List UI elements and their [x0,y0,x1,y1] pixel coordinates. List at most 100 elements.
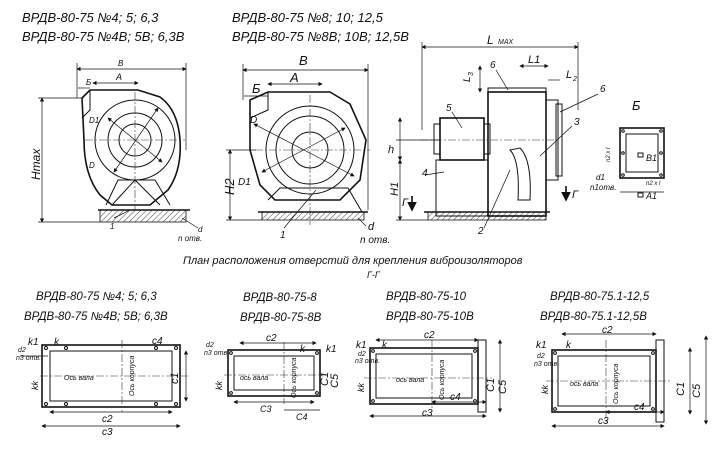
plan3-c5: C5 [497,379,509,394]
plan1-d2: d2 [18,347,26,354]
plan1-c3: c3 [102,427,113,438]
view2-cut-b: Б [252,81,261,96]
plan1-kk: kk [30,381,40,391]
plan2-title-line1: ВРДВ-80-75-8 [243,292,317,304]
plan3-kk: kk [356,383,366,393]
plan1-n3: n3 отв. [16,355,41,362]
plan2-c4: C4 [296,412,308,422]
view4-n1holes: n1отв. [590,183,616,192]
view4-flange: Б n2 x l B1 n2 x l d1 n1отв. A1 [590,98,665,201]
view1-hmax: Hmax [29,148,43,180]
view3-part6a: 6 [490,60,496,71]
view3-base [427,211,547,221]
view1-cut-b: Б [86,78,91,87]
view2-base [261,211,365,221]
plan1-k1: k1 [28,337,39,348]
view3-l3-sub: 3 [468,72,475,76]
plan3-drawing: k1 d2 n3 отв. k c2 kk ось вала Ось корпу… [355,330,509,419]
plan4-c3: c3 [598,416,609,427]
plan3-c4: c4 [450,392,461,403]
plan3-title-line1: ВРДВ-80-75-10 [386,291,467,303]
plan2-kk: kk [214,381,224,391]
view4-title: Б [632,98,641,113]
view4-d1: d1 [596,173,605,182]
plan3-c1: C1 [485,378,497,392]
plan2-drawing: d2 n3 отв. c2 k k1 kk ось вала Ось корпу… [204,333,341,422]
view1-fan-front: B A Б D1 D Hmax 1 d n отв. [29,59,203,243]
plan4-d2: d2 [537,353,545,360]
plan4-c2: c2 [602,325,613,336]
plan3-c3: c3 [422,408,433,419]
plan2-axis-body: Ось корпуса [291,357,298,398]
view1-part1: 1 [110,222,114,231]
plan1-c1: c1 [169,372,181,384]
view2-holes: n отв. [360,235,390,246]
view1-d: D [89,161,95,170]
plan1-drawing: k1 k c4 d2 n3 отв. kk Ось вала Ось корпу… [16,336,190,438]
view3-h: h [388,144,394,156]
view2-hole-d: d [368,221,375,233]
view3-casing [487,91,547,217]
plan3-axis-body: Ось корпуса [439,359,446,400]
plan2-n3: n3 отв. [204,350,229,357]
plan3-n3: n3 отв. [355,358,380,365]
plan2-frame [227,349,321,397]
view1-d1: D1 [89,116,99,125]
plan2-c5: C5 [329,373,341,388]
view3-part5: 5 [446,103,452,114]
view2-part1: 1 [280,230,286,241]
plan2-d2: d2 [206,342,214,349]
plan1-k: k [54,337,60,348]
view4-n2x1a: n2 x l [606,147,612,162]
view3-lmax: L [487,33,494,47]
view2-d1: D1 [238,177,251,188]
plan3-k: k [382,340,388,351]
view1-holes: n отв. [178,234,202,243]
view3-part3: 3 [574,117,580,128]
view1-casing [81,89,182,206]
group-a-title-line1: ВРДВ-80-75 №4; 5; 6,3 [22,10,159,25]
plan2-title-line2: ВРДВ-80-75-8В [240,312,322,324]
plan4-axis-shaft: ось вала [570,381,598,388]
view3-lmax-sub: MAX [498,39,514,46]
view3-part2: 2 [477,226,484,237]
plan2-axis-shaft: ось вала [240,375,268,382]
plan4-drawing: k1 d2 n3 отв. k c2 kk ось вала Ось корпу… [534,325,709,429]
plan4-title-line1: ВРДВ-80-75.1-12,5 [550,291,650,303]
view3-l2-sub: 2 [572,76,577,83]
group-a-title-line2: ВРДВ-80-75 №4В; 5В; 6,3В [22,29,185,44]
plan2-k: k [300,344,306,355]
plan1-axis-shaft: Ось вала [64,375,94,382]
plan4-c4: c4 [634,402,645,413]
view2-d: D [250,115,257,126]
plan4-n3: n3 отв. [534,361,559,368]
view3-h1: H1 [389,182,401,196]
view3-section-g2: Г [572,189,579,201]
plan1-c2: c2 [102,414,113,425]
view3-part4: 4 [422,168,428,179]
plan3-frame [369,347,479,405]
view4-n2x1b: n2 x l [646,181,661,187]
view4-a1: A1 [645,191,657,201]
plan2-c1: C1 [319,372,331,386]
view1-hole-d: d [198,225,203,234]
view1-dim-b: B [118,59,124,68]
plan4-k: k [566,340,572,351]
view3-fan-side: L MAX L1 L 2 L 3 6 6 5 3 4 [388,33,606,237]
plan3-c2: c2 [424,330,435,341]
plan-section-label: Г-Г [367,270,380,280]
group-b-title-line1: ВРДВ-80-75 №8; 10; 12,5 [232,10,383,25]
plan2-c3: C3 [260,404,272,414]
view3-motor [439,117,485,161]
plan4-k1: k1 [536,340,547,351]
view2-dim-b: B [299,53,308,68]
view1-base [99,209,187,223]
view2-fan-front: B A Б D D1 H2 1 d n отв. [222,53,390,246]
plan4-c5: C5 [691,383,703,398]
view3-l2: L [566,69,572,81]
plan2-c2: c2 [266,333,277,344]
group-b-title-line2: ВРДВ-80-75 №8В; 10В; 12,5В [232,29,409,44]
plan3-k1: k1 [356,340,367,351]
plan4-title-line2: ВРДВ-80-75.1-12,5В [540,311,647,323]
plan1-axis-body: Ось корпуса [129,355,136,396]
